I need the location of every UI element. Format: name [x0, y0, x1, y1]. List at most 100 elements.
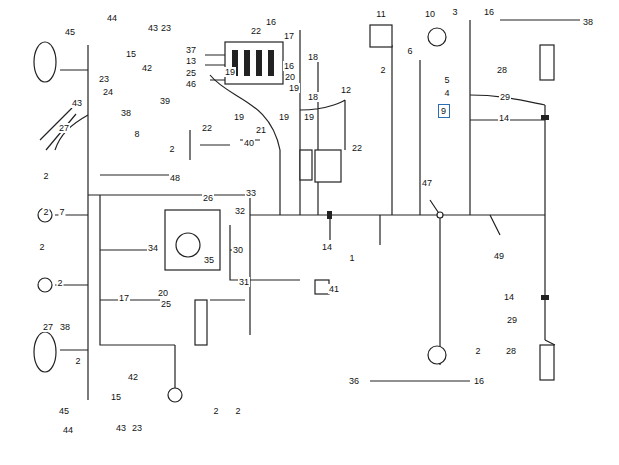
relay — [315, 150, 341, 182]
callout-number: 45 — [58, 406, 70, 416]
callout-number: 3 — [451, 7, 458, 17]
callout-number: 49 — [493, 251, 505, 261]
callout-number: 26 — [202, 193, 214, 203]
callout-number: 10 — [424, 9, 436, 19]
callout-number: 16 — [473, 376, 485, 386]
callout-number: 20 — [157, 288, 169, 298]
callout-number: 27 — [42, 322, 54, 332]
headlamp — [34, 332, 56, 372]
callout-number: 15 — [110, 392, 122, 402]
callout-number: 2 — [56, 278, 63, 288]
callout-number: 32 — [234, 206, 246, 216]
callout-number: 36 — [348, 376, 360, 386]
callout-number: 17 — [283, 31, 295, 41]
harness-trunk — [87, 45, 88, 400]
callout-number: 34 — [147, 243, 159, 253]
callout-number: 43 — [71, 98, 83, 108]
main-harness — [250, 20, 545, 350]
callout-number: 9 — [441, 106, 447, 116]
callout-number: 35 — [203, 255, 215, 265]
callout-number: 24 — [102, 87, 114, 97]
callout-number: 13 — [185, 56, 197, 66]
rear-lamp — [168, 388, 182, 402]
callout-number: 22 — [351, 143, 363, 153]
side-lamp — [38, 208, 52, 222]
callout-number: 23 — [160, 23, 172, 33]
ignition-coil — [370, 25, 392, 47]
callout-number: 44 — [62, 425, 74, 435]
wiper-arm — [40, 108, 76, 150]
connector-block — [315, 280, 329, 294]
callout-number: 27 — [58, 123, 70, 133]
callout-number: 14 — [498, 113, 510, 123]
callout-number: 19 — [303, 112, 315, 122]
callout-number: 25 — [160, 299, 172, 309]
callout-number: 38 — [582, 17, 594, 27]
grommet — [437, 212, 443, 218]
fuse-box — [225, 42, 283, 84]
callout-number: 39 — [159, 96, 171, 106]
regulator — [300, 150, 312, 180]
callout-number: 18 — [307, 92, 319, 102]
callout-number: 1 — [348, 253, 355, 263]
harness-band — [327, 211, 332, 219]
harness-band — [541, 115, 549, 120]
callout-number: 16 — [265, 17, 277, 27]
horn — [428, 346, 446, 364]
callout-number: 14 — [321, 242, 333, 252]
front-harness — [210, 30, 345, 215]
callout-number: 8 — [133, 129, 140, 139]
callout-number: 48 — [169, 173, 181, 183]
callout-number: 2 — [379, 65, 386, 75]
callout-number: 19 — [278, 112, 290, 122]
fuse — [256, 50, 262, 76]
branch-wires — [55, 45, 545, 390]
fuse — [268, 50, 274, 76]
callout-number: 2 — [168, 144, 175, 154]
harness-loop — [88, 195, 250, 345]
harness-band — [541, 295, 549, 300]
callout-number: 19 — [288, 83, 300, 93]
lead-wires — [200, 20, 580, 381]
callout-number: 30 — [232, 245, 244, 255]
callout-number: 41 — [328, 284, 340, 294]
callout-number: 2 — [74, 356, 81, 366]
callout-number: 45 — [64, 27, 76, 37]
headlamp — [34, 42, 56, 82]
callout-number: 43 — [147, 23, 159, 33]
callout-number: 7 — [58, 207, 65, 217]
callout-number: 43 — [115, 423, 127, 433]
callout-number: 38 — [59, 322, 71, 332]
callout-number: 2 — [42, 171, 49, 181]
callout-number: 29 — [499, 92, 511, 102]
callout-number: 2 — [38, 242, 45, 252]
callout-number: 22 — [250, 26, 262, 36]
callout-number: 14 — [503, 292, 515, 302]
callout-number: 33 — [245, 188, 257, 198]
callout-number: 28 — [505, 346, 517, 356]
callout-number: 46 — [185, 79, 197, 89]
callout-number: 20 — [284, 72, 296, 82]
callout-number: 42 — [141, 63, 153, 73]
callout-number: 25 — [185, 68, 197, 78]
callout-number: 44 — [106, 13, 118, 23]
callout-number: 15 — [125, 49, 137, 59]
callout-number: 40 — [243, 138, 255, 148]
callout-number: 19 — [224, 67, 236, 77]
connector — [540, 45, 554, 80]
highlight-box: 9 — [438, 104, 450, 118]
callout-number: 2 — [474, 346, 481, 356]
callout-number: 28 — [496, 65, 508, 75]
callout-number: 11 — [375, 9, 386, 19]
callout-number: 2 — [212, 406, 219, 416]
callout-number: 4 — [443, 88, 450, 98]
fuse — [244, 50, 250, 76]
ignition-switch — [176, 233, 200, 257]
callout-number: 31 — [238, 277, 250, 287]
callout-number: 47 — [421, 178, 433, 188]
terminal-strip — [195, 300, 207, 345]
callout-number: 21 — [255, 125, 267, 135]
